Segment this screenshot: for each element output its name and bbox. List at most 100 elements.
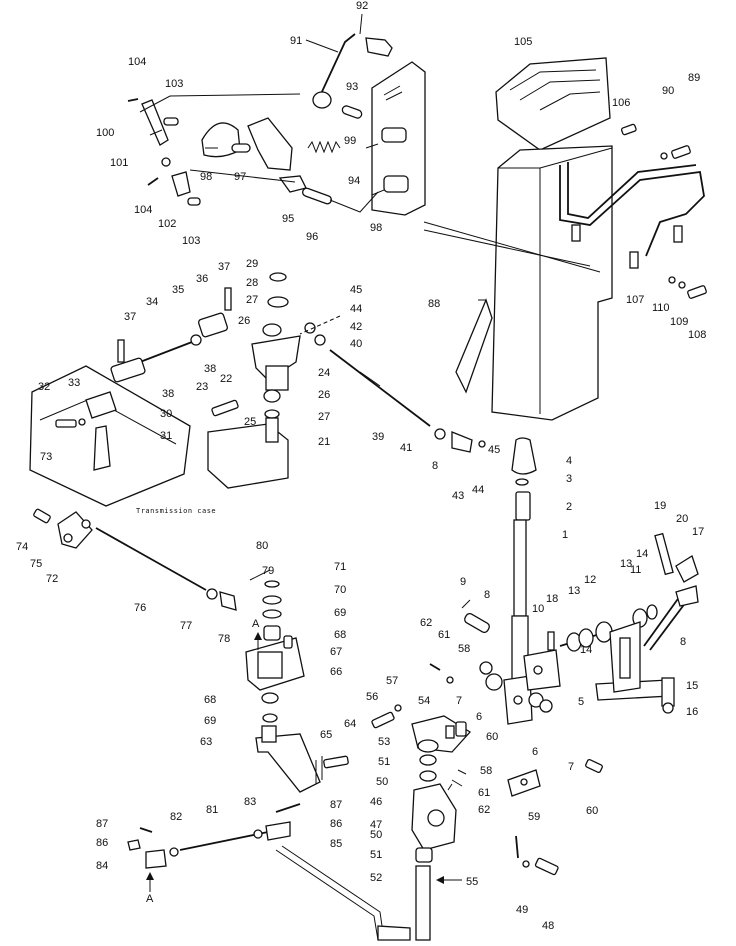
label-6: 6 bbox=[476, 711, 482, 723]
label-79: 79 bbox=[262, 565, 274, 577]
label-104b: 104 bbox=[134, 204, 152, 216]
label-13b: 13 bbox=[568, 585, 580, 597]
label-26b: 26 bbox=[318, 389, 330, 401]
label-73: 73 bbox=[40, 451, 52, 463]
label-102: 102 bbox=[158, 218, 176, 230]
label-49: 49 bbox=[516, 904, 528, 916]
label-14: 14 bbox=[636, 548, 648, 560]
label-9: 9 bbox=[460, 576, 466, 588]
label-30: 30 bbox=[160, 408, 172, 420]
label-51b: 51 bbox=[370, 849, 382, 861]
label-44: 44 bbox=[350, 303, 362, 315]
label-109: 109 bbox=[670, 316, 688, 328]
label-50: 50 bbox=[376, 776, 388, 788]
label-27b: 27 bbox=[318, 411, 330, 423]
label-7: 7 bbox=[456, 695, 462, 707]
label-96: 96 bbox=[306, 231, 318, 243]
label-45b: 45 bbox=[488, 444, 500, 456]
label-68: 68 bbox=[334, 629, 346, 641]
shift-lever-column bbox=[371, 437, 699, 941]
label-77: 77 bbox=[180, 620, 192, 632]
label-5: 5 bbox=[578, 696, 584, 708]
label-42: 42 bbox=[350, 321, 362, 333]
label-18: 18 bbox=[546, 593, 558, 605]
label-13: 13 bbox=[620, 558, 632, 570]
label-43: 43 bbox=[452, 490, 464, 502]
label-69: 69 bbox=[334, 607, 346, 619]
label-106: 106 bbox=[612, 97, 630, 109]
label-99: 99 bbox=[344, 135, 356, 147]
label-22: 22 bbox=[220, 373, 232, 385]
label-54: 54 bbox=[418, 695, 430, 707]
label-98: 98 bbox=[200, 171, 212, 183]
label-1: 1 bbox=[562, 529, 568, 541]
label-17: 17 bbox=[692, 526, 704, 538]
label-70: 70 bbox=[334, 584, 346, 596]
label-56: 56 bbox=[366, 691, 378, 703]
label-37: 37 bbox=[218, 261, 230, 273]
label-25: 25 bbox=[244, 416, 256, 428]
label-87: 87 bbox=[330, 799, 342, 811]
label-24: 24 bbox=[318, 367, 330, 379]
label-85: 85 bbox=[330, 838, 342, 850]
label-59: 59 bbox=[528, 811, 540, 823]
label-78: 78 bbox=[218, 633, 230, 645]
label-105: 105 bbox=[514, 36, 532, 48]
label-38b: 38 bbox=[162, 388, 174, 400]
label-80: 80 bbox=[256, 540, 268, 552]
label-45: 45 bbox=[350, 284, 362, 296]
label-100: 100 bbox=[96, 127, 114, 139]
label-103: 103 bbox=[165, 78, 183, 90]
label-37b: 37 bbox=[124, 311, 136, 323]
label-48: 48 bbox=[542, 920, 554, 932]
label-82: 82 bbox=[170, 811, 182, 823]
label-26: 26 bbox=[238, 315, 250, 327]
label-6b: 6 bbox=[532, 746, 538, 758]
shift-rod-assembly: Transmission case bbox=[29, 272, 486, 515]
label-69b: 69 bbox=[204, 715, 216, 727]
label-101: 101 bbox=[110, 157, 128, 169]
label-8c: 8 bbox=[680, 636, 686, 648]
label-68b: 68 bbox=[204, 694, 216, 706]
label-21: 21 bbox=[318, 436, 330, 448]
label-53: 53 bbox=[378, 736, 390, 748]
label-62b: 62 bbox=[478, 804, 490, 816]
label-36: 36 bbox=[196, 273, 208, 285]
label-65: 65 bbox=[320, 729, 332, 741]
label-27: 27 bbox=[246, 294, 258, 306]
label-51: 51 bbox=[378, 756, 390, 768]
label-87b: 87 bbox=[96, 818, 108, 830]
label-41: 41 bbox=[400, 442, 412, 454]
label-58b: 58 bbox=[480, 765, 492, 777]
label-23: 23 bbox=[196, 381, 208, 393]
label-103b: 103 bbox=[182, 235, 200, 247]
label-38: 38 bbox=[204, 363, 216, 375]
label-10: 10 bbox=[532, 603, 544, 615]
label-46: 46 bbox=[370, 796, 382, 808]
label-3: 3 bbox=[566, 473, 572, 485]
label-57: 57 bbox=[386, 675, 398, 687]
label-28: 28 bbox=[246, 277, 258, 289]
label-11: 11 bbox=[630, 564, 641, 576]
label-83: 83 bbox=[244, 796, 256, 808]
part-number-labels: 92 91 105 104 103 93 89 90 106 100 99 10… bbox=[16, 0, 706, 932]
label-7b: 7 bbox=[568, 761, 574, 773]
label-52: 52 bbox=[370, 872, 382, 884]
label-16: 16 bbox=[686, 706, 698, 718]
label-2: 2 bbox=[566, 501, 572, 513]
label-92: 92 bbox=[356, 0, 368, 12]
label-44b: 44 bbox=[472, 484, 484, 496]
label-84: 84 bbox=[96, 860, 108, 872]
label-A-top: A bbox=[252, 618, 260, 630]
label-8: 8 bbox=[432, 460, 438, 472]
label-94: 94 bbox=[348, 175, 360, 187]
console-housing-assembly bbox=[423, 57, 707, 421]
label-35: 35 bbox=[172, 284, 184, 296]
label-74: 74 bbox=[16, 541, 28, 553]
label-107: 107 bbox=[626, 294, 644, 306]
label-12: 12 bbox=[584, 574, 596, 586]
transmission-case-caption: Transmission case bbox=[136, 507, 216, 515]
label-15: 15 bbox=[686, 680, 698, 692]
label-60b: 60 bbox=[586, 805, 598, 817]
